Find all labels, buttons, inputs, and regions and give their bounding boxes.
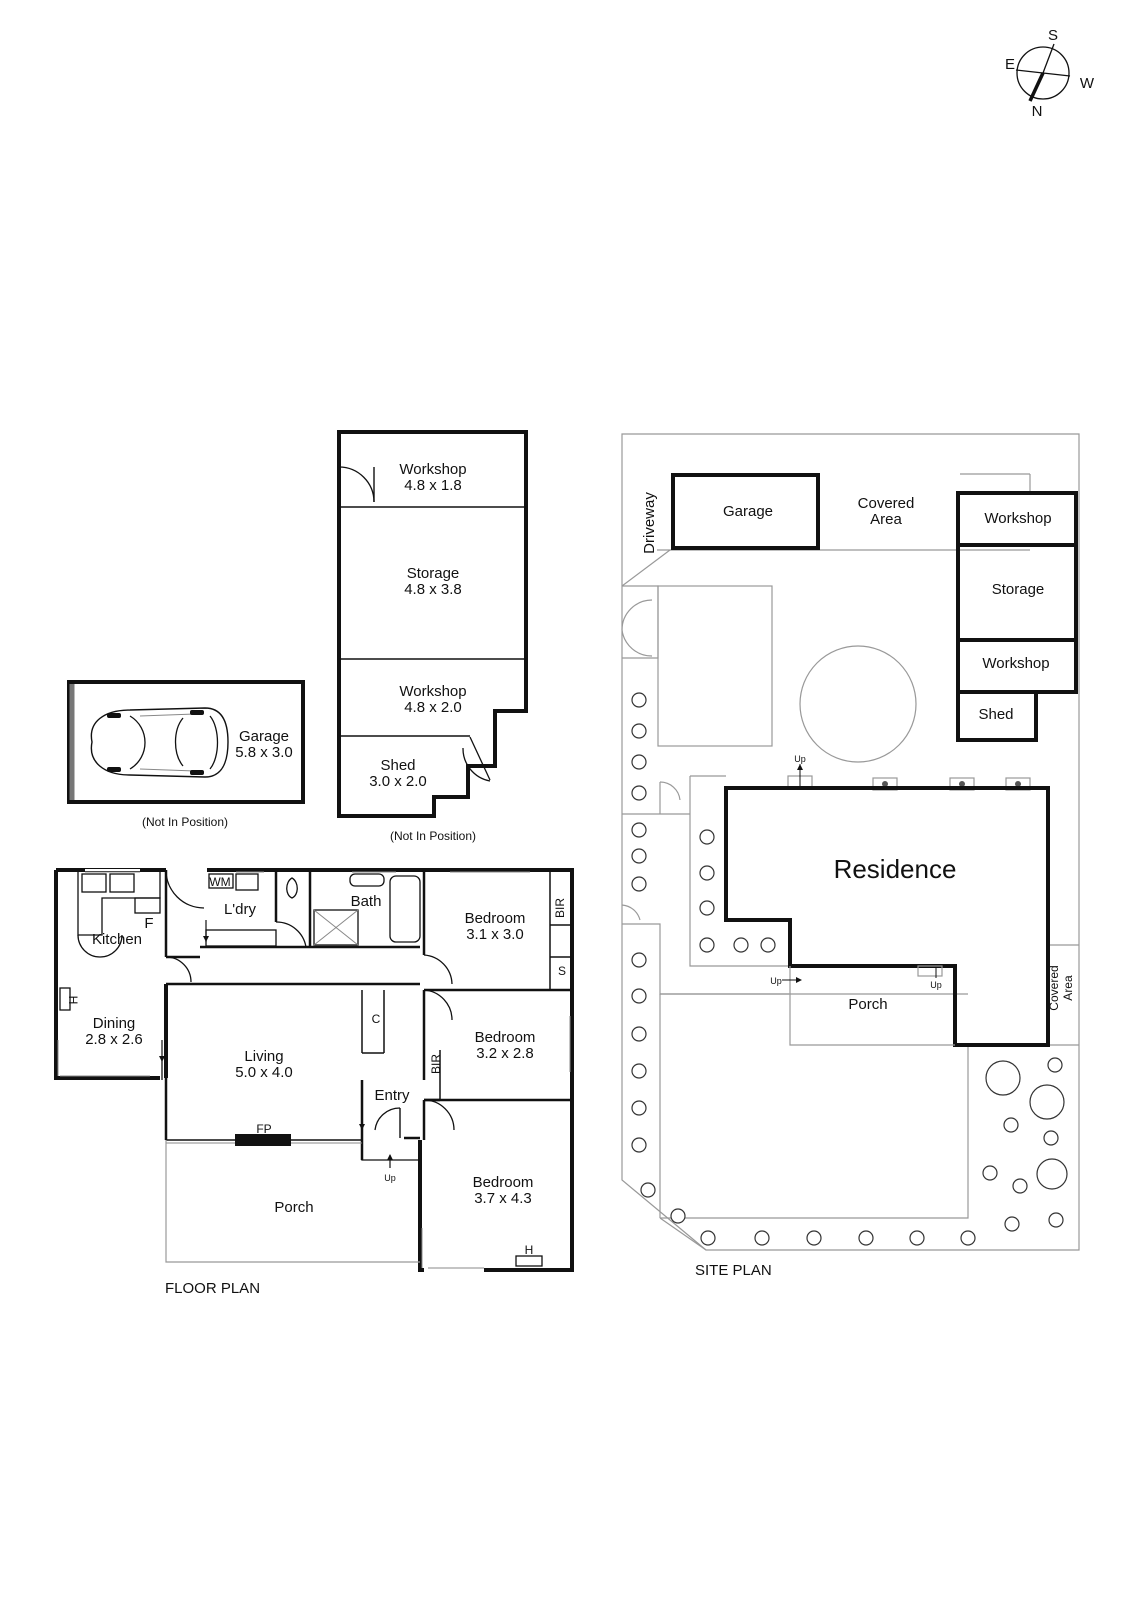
site-up-left: Up [770, 976, 782, 986]
site-garage-label: Garage [723, 503, 773, 520]
detached-garage-note: (Not In Position) [142, 815, 228, 829]
bed3-name: Bedroom [473, 1174, 534, 1191]
door-swing-icon [338, 466, 375, 503]
site-driveway-label: Driveway [641, 492, 658, 554]
bed1-dims: 3.1 x 3.0 [466, 926, 524, 943]
door-swing-icon [165, 869, 205, 909]
living-name: Living [244, 1048, 283, 1065]
car-icon [90, 707, 229, 778]
site-covered-area-side-2: Area [1061, 975, 1075, 1001]
bath-label: Bath [351, 893, 382, 910]
compass-n: N [1032, 103, 1043, 120]
site-covered-area-top-1: Covered [858, 495, 915, 512]
site-residence-label: Residence [834, 854, 957, 884]
detached-garage: Garage 5.8 x 3.0 (Not In Position) [67, 680, 305, 829]
site-workshop1-label: Workshop [984, 510, 1051, 527]
cupboard-label: C [372, 1012, 381, 1026]
site-covered-area-side-1: Covered [1047, 965, 1061, 1010]
outbuilding: Workshop 4.8 x 1.8 Storage 4.8 x 3.8 Wor… [337, 430, 528, 843]
shed-name: Shed [380, 757, 415, 774]
entry-label: Entry [374, 1087, 410, 1104]
bed1-name: Bedroom [465, 910, 526, 927]
site-plan-caption: SITE PLAN [695, 1262, 772, 1279]
bathtub-icon [389, 875, 421, 943]
fireplace-icon [235, 1134, 291, 1146]
bed2-name: Bedroom [475, 1029, 536, 1046]
site-porch-label: Porch [848, 996, 887, 1013]
compass: S E W N [1005, 27, 1095, 120]
door-swing-icon [462, 747, 491, 782]
storage-dims: 4.8 x 3.8 [404, 581, 462, 598]
compass-e: E [1005, 56, 1015, 73]
bed3-heater-label: H [525, 1243, 534, 1257]
dining-heater-label: H [66, 996, 80, 1005]
s-label: S [558, 964, 566, 978]
bir2-label: BIR [429, 1054, 443, 1074]
porch-label: Porch [274, 1199, 313, 1216]
living-dims: 5.0 x 4.0 [235, 1064, 293, 1081]
fireplace-label: FP [256, 1122, 271, 1136]
sink-icon [81, 873, 107, 893]
shrubs [631, 692, 1068, 1246]
workshop-top-name: Workshop [399, 461, 466, 478]
bed2-dims: 3.2 x 2.8 [476, 1045, 534, 1062]
workshop-mid-dims: 4.8 x 2.0 [404, 699, 462, 716]
outbuilding-note: (Not In Position) [390, 829, 476, 843]
fridge-label: F [144, 915, 153, 932]
shower-icon [313, 909, 359, 946]
dining-name: Dining [93, 1015, 136, 1032]
floor-plan: Kitchen F WM L'dry Bath Dining 2.8 x 2.6… [54, 868, 574, 1297]
wm-label: WM [209, 875, 230, 889]
compass-w: W [1080, 75, 1095, 92]
site-plan: Driveway Garage Covered Area Workshop St… [621, 433, 1080, 1279]
bir1-label: BIR [553, 898, 567, 918]
site-storage-label: Storage [992, 581, 1045, 598]
entry-up-label: Up [384, 1173, 396, 1183]
workshop-mid-name: Workshop [399, 683, 466, 700]
site-covered-area-top-2: Area [870, 511, 902, 528]
pool-circle [799, 645, 917, 763]
laundry-label: L'dry [224, 901, 257, 918]
detached-garage-name: Garage [239, 728, 289, 745]
toilet-icon [286, 877, 298, 899]
floor-plan-caption: FLOOR PLAN [165, 1280, 260, 1297]
compass-s: S [1048, 27, 1058, 44]
bed3-dims: 3.7 x 4.3 [474, 1190, 532, 1207]
shed-dims: 3.0 x 2.0 [369, 773, 427, 790]
storage-name: Storage [407, 565, 460, 582]
site-up-top: Up [794, 754, 806, 764]
dining-dims: 2.8 x 2.6 [85, 1031, 143, 1048]
workshop-top-dims: 4.8 x 1.8 [404, 477, 462, 494]
site-shed-label: Shed [978, 706, 1013, 723]
detached-garage-dims: 5.8 x 3.0 [235, 744, 293, 761]
kitchen-label: Kitchen [92, 931, 142, 948]
washing-machine-icon [208, 873, 234, 889]
site-workshop2-label: Workshop [982, 655, 1049, 672]
fridge-icon [134, 897, 161, 914]
site-up-right: Up [930, 980, 942, 990]
